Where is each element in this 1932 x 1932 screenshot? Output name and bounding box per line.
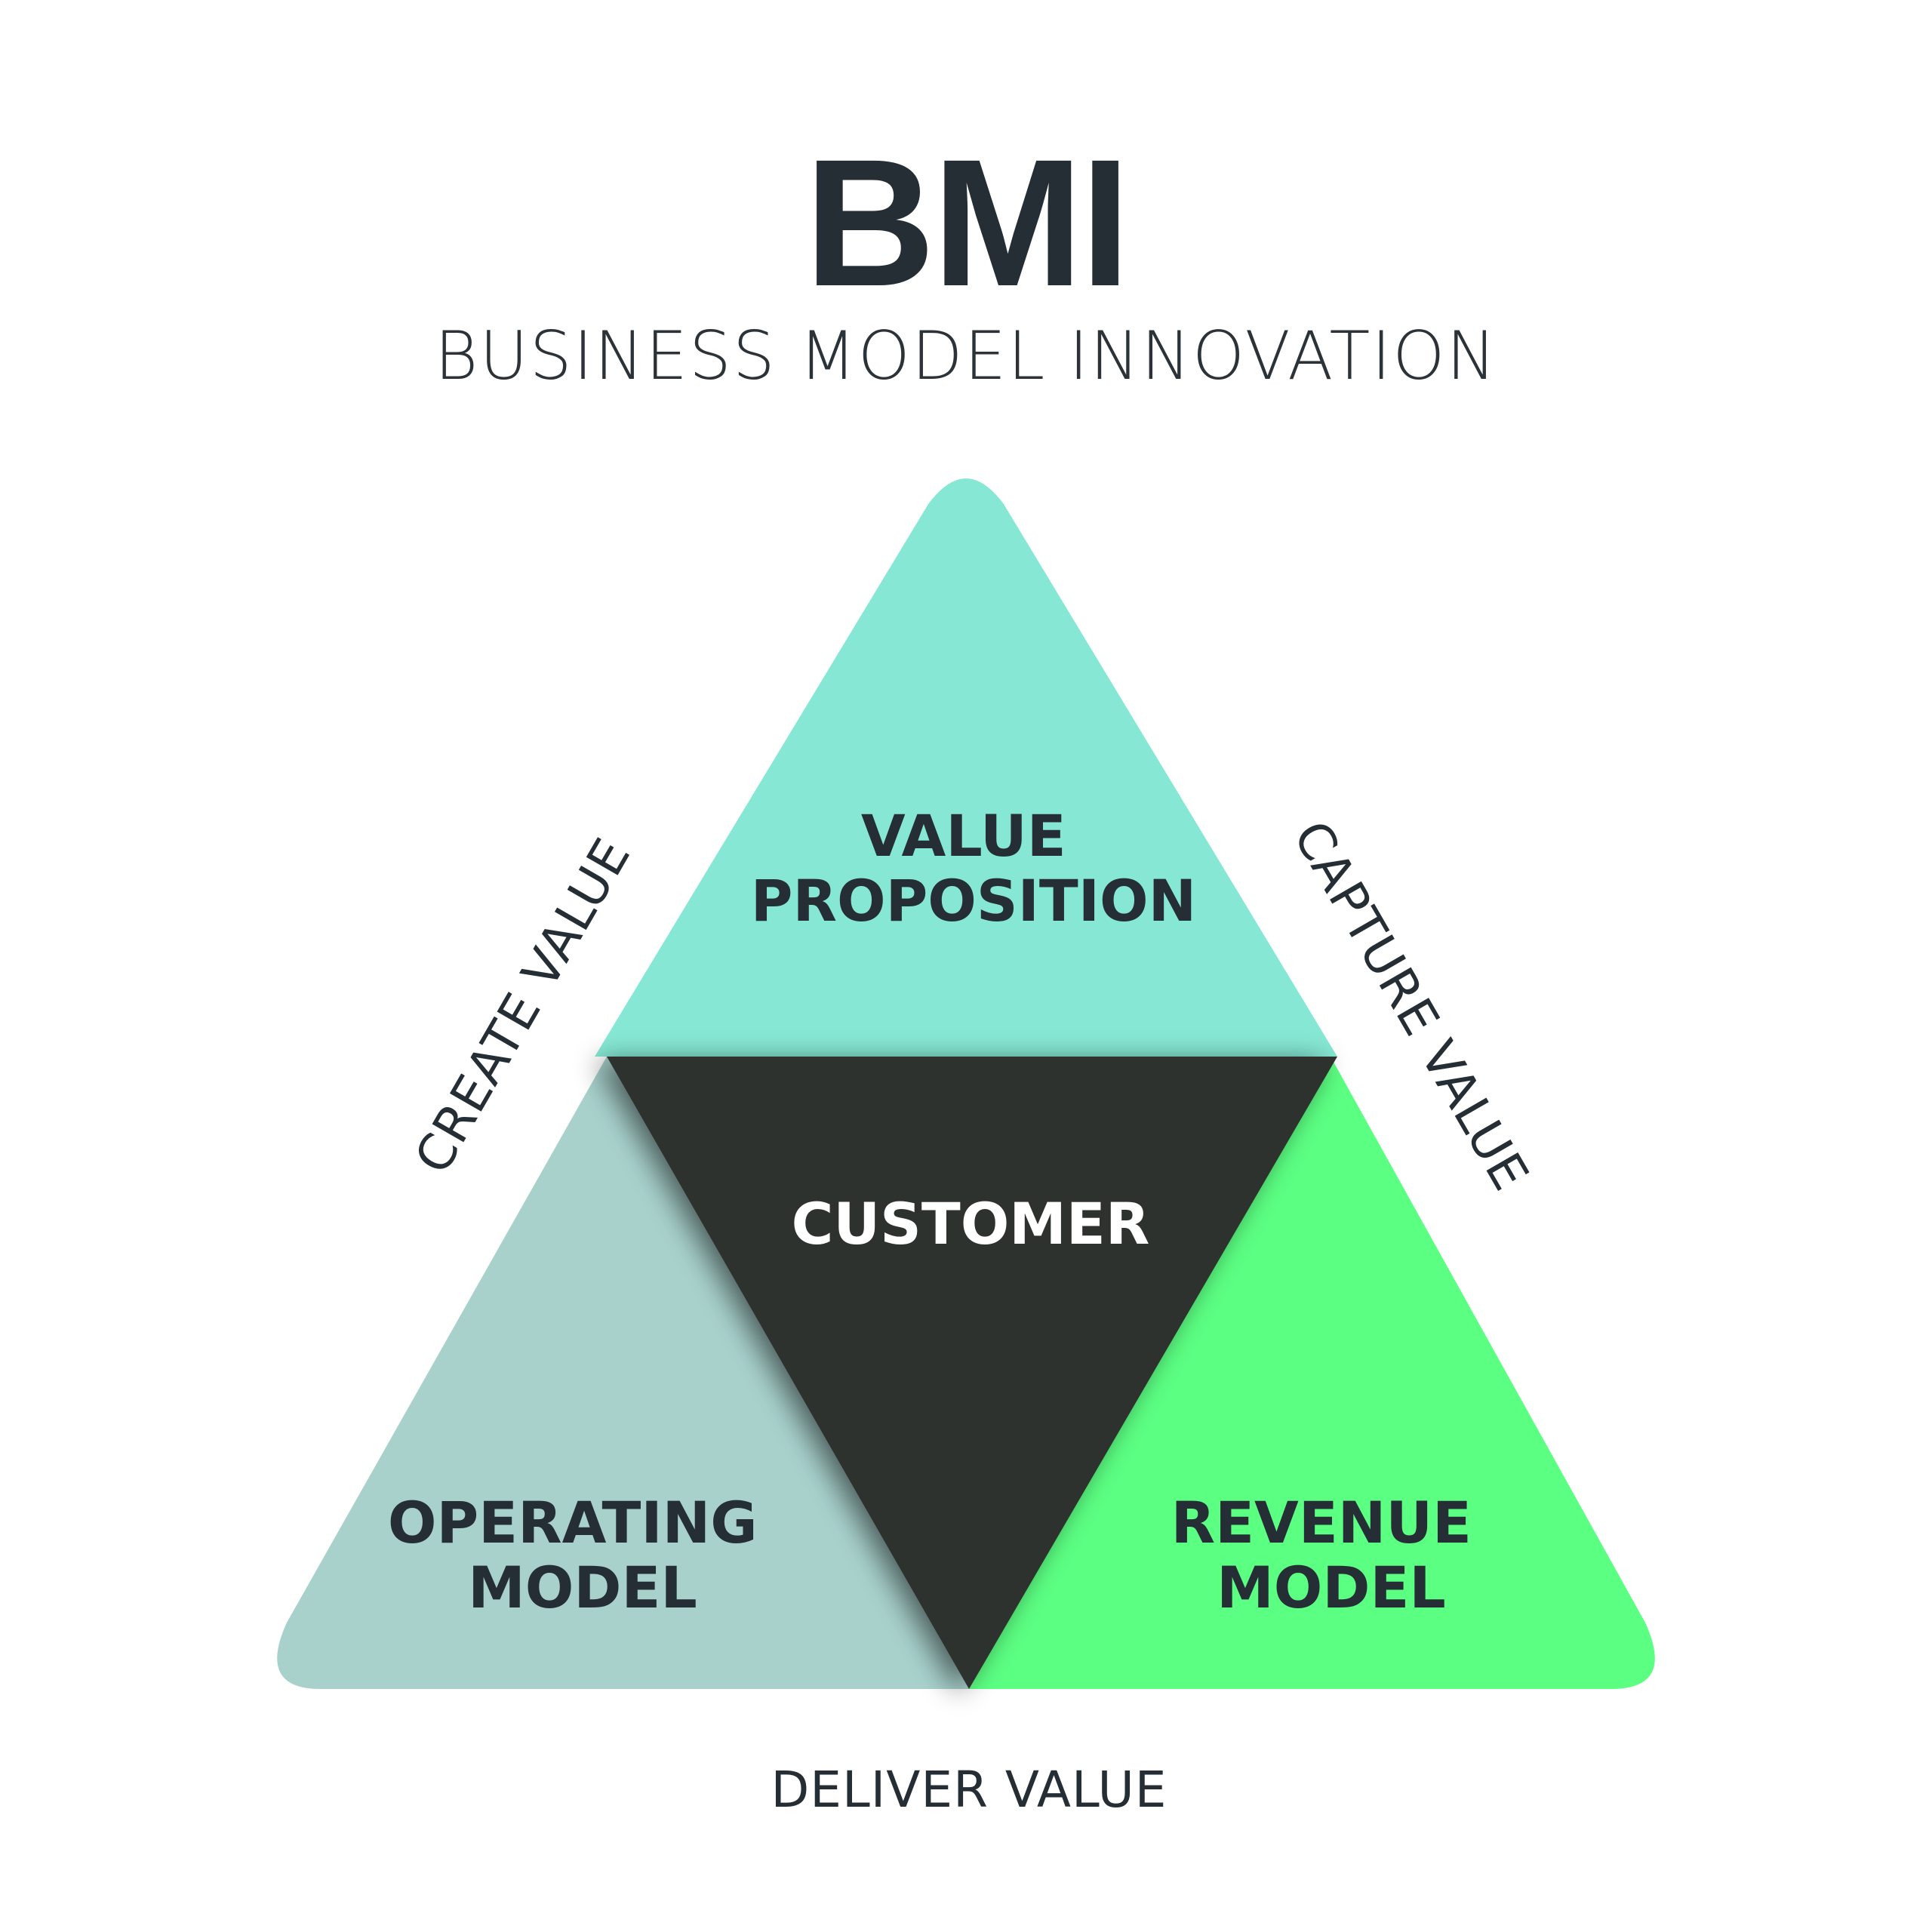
- customer-section: [607, 1057, 1337, 1689]
- customer-label: CUSTOMER: [792, 1190, 1150, 1257]
- operating-model-section: [277, 1057, 969, 1689]
- operating-model-line2: MODEL: [468, 1554, 697, 1621]
- diagram-subtitle: BUSINESS MODEL INNOVATION: [435, 317, 1498, 395]
- value-proposition-label: VALUE PROPOSITION: [751, 802, 1196, 934]
- value-proposition-line2: PROPOSITION: [751, 867, 1196, 934]
- operating-model-line1: OPERATING: [388, 1489, 758, 1556]
- revenue-model-line1: REVENUE: [1171, 1489, 1472, 1556]
- revenue-model-line2: MODEL: [1217, 1554, 1446, 1621]
- value-proposition-line1: VALUE: [861, 802, 1066, 869]
- value-proposition-section: [595, 478, 1337, 1057]
- deliver-value-label: DELIVER VALUE: [771, 1761, 1167, 1819]
- diagram-title: BMI: [804, 122, 1128, 324]
- revenue-model-label: REVENUE MODEL: [1171, 1489, 1492, 1621]
- operating-model-label: OPERATING MODEL: [388, 1489, 777, 1621]
- revenue-model-section: [969, 1057, 1655, 1689]
